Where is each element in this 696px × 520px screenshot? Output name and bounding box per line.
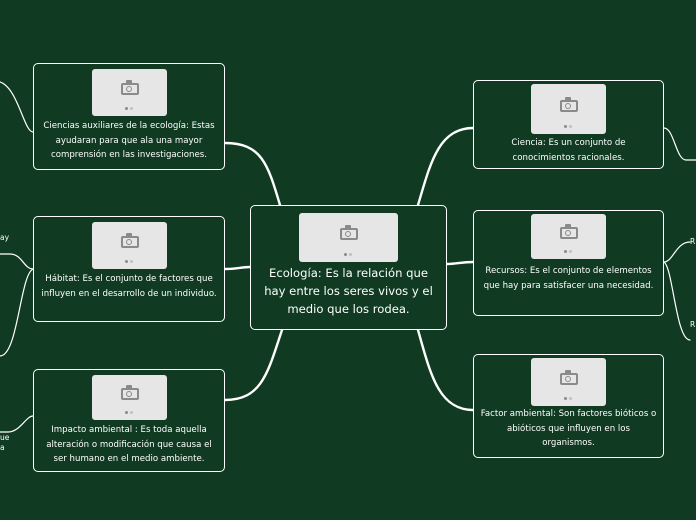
- connector-left-habitat-up: [0, 253, 34, 270]
- topic-text: Factor ambiental: Son factores bióticos …: [480, 409, 657, 448]
- pagination-dots: [563, 125, 574, 128]
- topic-ciencia[interactable]: Ciencia: Es un conjunto de conocimientos…: [473, 80, 664, 169]
- topic-habitat[interactable]: Hábitat: Es el conjunto de factores que …: [33, 216, 225, 322]
- pagination-dots: [563, 397, 574, 400]
- pagination-dots: [124, 260, 135, 263]
- topic-image-placeholder: [92, 375, 167, 420]
- topic-image-placeholder: [531, 214, 606, 259]
- pagination-dots: [124, 411, 135, 414]
- camera-icon: [559, 224, 578, 240]
- connector-center-left-2: [223, 265, 252, 271]
- offscreen-fragment-a: a: [0, 443, 5, 452]
- connector-left-impacto: [0, 415, 34, 433]
- connector-center-right-3: [416, 328, 475, 412]
- connector-left-ciencias: [0, 81, 34, 133]
- topic-recursos[interactable]: Recursos: Es el conjunto de elementos qu…: [473, 210, 664, 316]
- connector-left-habitat-down: [0, 268, 34, 357]
- topic-text: Impacto ambiental : Es toda aquella alte…: [46, 425, 212, 464]
- topic-factor-ambiental[interactable]: Factor ambiental: Son factores bióticos …: [473, 354, 664, 458]
- connector-right-recursos-down: [663, 261, 691, 341]
- camera-icon: [120, 385, 139, 401]
- camera-icon: [559, 369, 578, 385]
- connector-center-left-1: [223, 141, 282, 207]
- topic-impacto-ambiental[interactable]: Impacto ambiental : Es toda aquella alte…: [33, 369, 225, 472]
- offscreen-fragment-r2: R: [690, 320, 696, 329]
- topic-image-placeholder: [92, 222, 167, 269]
- offscreen-fragment-ue: ue: [0, 433, 10, 442]
- topic-text: Ciencias auxiliares de la ecología: Esta…: [43, 121, 215, 160]
- topic-image-placeholder: [531, 358, 606, 406]
- topic-ciencias-auxiliares[interactable]: Ciencias auxiliares de la ecología: Esta…: [33, 63, 225, 170]
- central-topic-text: Ecología: Es la relación que hay entre l…: [264, 266, 433, 316]
- topic-image-placeholder: [531, 84, 606, 134]
- connector-center-left-3: [223, 328, 284, 402]
- connector-center-right-1: [416, 126, 475, 207]
- topic-text: Recursos: Es el conjunto de elementos qu…: [483, 266, 654, 291]
- pagination-dots: [563, 250, 574, 253]
- connector-right-ciencia: [663, 127, 696, 161]
- connector-center-right-2: [445, 260, 475, 266]
- camera-icon: [339, 225, 358, 241]
- connector-right-recursos-up: [663, 241, 691, 263]
- topic-image-placeholder: [92, 69, 167, 116]
- offscreen-fragment-r1: R: [690, 237, 696, 246]
- pagination-dots: [343, 253, 354, 256]
- central-topic[interactable]: Ecología: Es la relación que hay entre l…: [250, 205, 447, 330]
- camera-icon: [559, 96, 578, 112]
- offscreen-fragment-ay: ay: [0, 233, 10, 242]
- topic-text: Hábitat: Es el conjunto de factores que …: [41, 274, 217, 299]
- camera-icon: [120, 233, 139, 249]
- pagination-dots: [124, 107, 135, 110]
- topic-text: Ciencia: Es un conjunto de conocimientos…: [511, 138, 626, 163]
- camera-icon: [120, 80, 139, 96]
- central-image-placeholder: [299, 213, 398, 262]
